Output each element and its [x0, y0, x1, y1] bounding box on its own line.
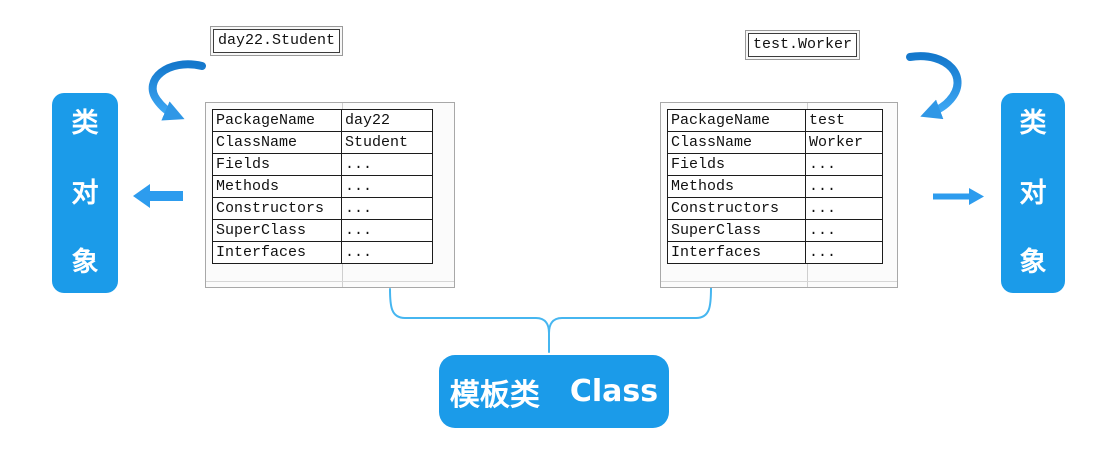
- table-cell-key: SuperClass: [212, 219, 342, 242]
- curly-brace: [389, 287, 712, 353]
- table-cell-value: ...: [805, 175, 883, 198]
- template-class-label-en: Class: [569, 374, 659, 409]
- table-cell-key: PackageName: [667, 109, 806, 132]
- table-cell-value: ...: [805, 219, 883, 242]
- right-object-char-2: 对: [1019, 177, 1047, 209]
- right-object-char-1: 类: [1019, 108, 1047, 139]
- table-row: Methods...: [667, 175, 883, 198]
- table-cell-key: SuperClass: [667, 219, 806, 242]
- table-row: Constructors...: [212, 197, 433, 220]
- table-cell-key: Interfaces: [212, 241, 342, 264]
- table-cell-key: Constructors: [212, 197, 342, 220]
- left-object-char-1: 类: [71, 108, 99, 139]
- left-reference-label: day22.Student: [213, 29, 341, 53]
- table-cell-key: Fields: [667, 153, 806, 176]
- right-class-object-box: 类 对 象: [1001, 93, 1065, 293]
- table-cell-value: ...: [805, 241, 883, 264]
- table-row: SuperClass...: [667, 219, 883, 242]
- table-cell-value: test: [805, 109, 883, 132]
- table-row: Constructors...: [667, 197, 883, 220]
- right-reference-label: test.Worker: [748, 33, 858, 57]
- table-cell-value: ...: [805, 197, 883, 220]
- left-reference-label-box: day22.Student: [210, 26, 344, 56]
- table-row: Fields...: [667, 153, 883, 176]
- table-cell-value: ...: [341, 175, 433, 198]
- curved-arrow-right: [906, 52, 962, 120]
- curved-arrow-left: [148, 60, 206, 121]
- table-row: SuperClass...: [212, 219, 433, 242]
- arrow-left-to-object: [133, 184, 183, 208]
- arrow-right-to-object: [933, 188, 984, 205]
- table-cell-key: PackageName: [212, 109, 342, 132]
- table-cell-key: Constructors: [667, 197, 806, 220]
- table-cell-value: day22: [341, 109, 433, 132]
- table-cell-key: Fields: [212, 153, 342, 176]
- table-cell-value: Student: [341, 131, 433, 154]
- table-row: Interfaces...: [667, 241, 883, 264]
- table-cell-value: ...: [341, 197, 433, 220]
- table-row: Methods...: [212, 175, 433, 198]
- template-class-box: 模板类 Class: [439, 355, 669, 428]
- table-row: Interfaces...: [212, 241, 433, 264]
- table-cell-key: ClassName: [212, 131, 342, 154]
- template-class-label-cn: 模板类: [449, 377, 540, 413]
- table-row: Fields...: [212, 153, 433, 176]
- left-object-char-2: 对: [71, 177, 99, 209]
- table-cell-value: ...: [341, 241, 433, 264]
- left-class-object-box: 类 对 象: [52, 93, 118, 293]
- right-reference-label-box: test.Worker: [745, 30, 861, 60]
- table-cell-value: ...: [805, 153, 883, 176]
- table-cell-key: Methods: [667, 175, 806, 198]
- table-cell-key: ClassName: [667, 131, 806, 154]
- table-cell-key: Interfaces: [667, 241, 806, 264]
- table-cell-value: ...: [341, 153, 433, 176]
- table-cell-value: ...: [341, 219, 433, 242]
- table-cell-value: Worker: [805, 131, 883, 154]
- left-object-char-3: 象: [71, 247, 99, 278]
- table-cell-key: Methods: [212, 175, 342, 198]
- right-object-char-3: 象: [1019, 247, 1047, 278]
